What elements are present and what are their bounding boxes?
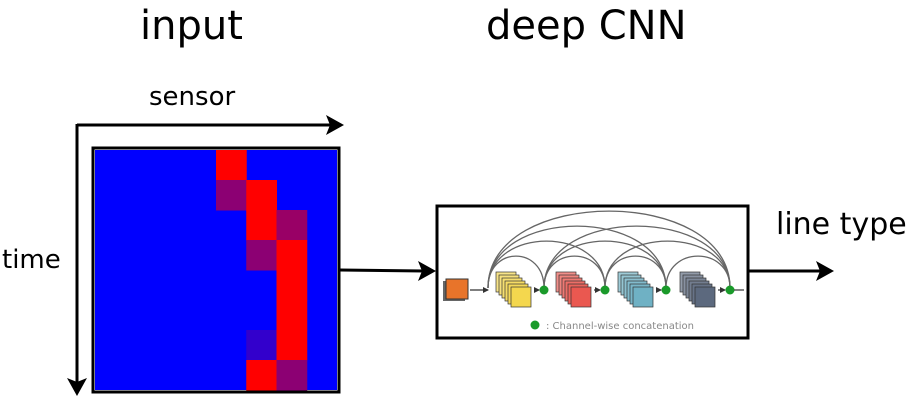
heatmap-cell	[276, 210, 308, 241]
network-caption: : Channel-wise concatenation	[546, 321, 694, 332]
sensor-heatmap	[95, 150, 337, 391]
heatmap-cell	[276, 240, 308, 271]
heatmap-cell	[216, 150, 247, 181]
network-box	[435, 204, 750, 340]
concatenation-node	[725, 285, 735, 295]
dense-connection-arc	[487, 210, 731, 289]
densenet-illustration	[443, 210, 744, 330]
heatmap-cell	[276, 360, 308, 391]
feature-map-layer	[570, 286, 592, 308]
output-label: line type	[776, 207, 907, 242]
sensor-axis-arrow	[77, 115, 344, 135]
dense-connection-arc	[487, 240, 606, 289]
heatmap-cell	[216, 180, 247, 211]
dense-connection-arc	[543, 225, 731, 289]
dense-connection-arc	[665, 255, 731, 289]
heatmap-cell	[276, 270, 308, 301]
dense-connection-arc	[487, 225, 667, 289]
network-to-output-arrow	[748, 261, 834, 281]
dense-connection-arc	[543, 240, 667, 289]
heatmap-frame	[91, 146, 341, 394]
heatmap-cell	[276, 330, 308, 361]
heatmap-cell	[246, 240, 277, 271]
heatmap-cell	[246, 360, 277, 391]
input-to-network-arrow	[339, 261, 436, 281]
heatmap-cell	[246, 330, 277, 361]
input-image-thumbnail	[445, 278, 469, 300]
time-axis-arrow	[67, 124, 87, 396]
heatmap-cell	[246, 180, 277, 211]
sensor-axis-label: sensor	[149, 82, 236, 112]
concatenation-node	[600, 285, 610, 295]
heatmap-cell	[276, 300, 308, 331]
input-title: input	[140, 3, 243, 49]
concatenation-node	[661, 285, 671, 295]
network-title: deep CNN	[486, 3, 687, 49]
dense-connection-arc	[604, 240, 731, 289]
feature-map-layer	[694, 286, 716, 308]
legend-concatenation-dot	[530, 320, 540, 330]
time-axis-label: time	[2, 245, 61, 275]
feature-map-layer	[632, 286, 654, 308]
feature-map-layer	[510, 286, 532, 308]
concatenation-node	[539, 285, 549, 295]
heatmap-cell	[246, 210, 277, 241]
